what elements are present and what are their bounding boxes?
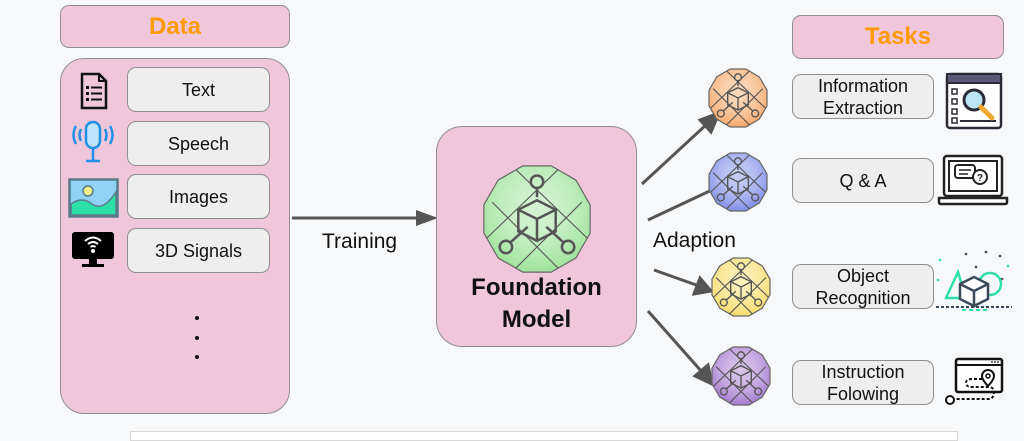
task-label-line1: Object xyxy=(836,265,890,286)
route-location-icon xyxy=(944,357,1006,413)
image-icon xyxy=(68,178,119,223)
3d-object-icon xyxy=(936,246,1012,315)
arrowhead xyxy=(697,110,722,135)
task-label-line2: Folowing xyxy=(826,383,900,404)
data-item-label: Text xyxy=(181,79,215,100)
arrowhead xyxy=(692,362,715,387)
data-item-label: 3D Signals xyxy=(154,240,243,261)
arrow-to-information-extraction xyxy=(640,122,709,186)
foundation-model-title: Foundation Model xyxy=(436,272,637,336)
task-label-line2: Recognition xyxy=(815,287,911,308)
data-item-text: Text xyxy=(127,67,270,112)
data-item-label: Speech xyxy=(167,133,230,154)
task-instruction-following: Instruction Folowing xyxy=(792,360,934,405)
data-item-images: Images xyxy=(127,174,270,219)
data-item-speech: Speech xyxy=(127,121,270,166)
caption-strip xyxy=(130,431,958,441)
more-items-ellipsis xyxy=(192,312,202,362)
adapted-model-icon-information-extraction xyxy=(707,67,769,134)
adapted-model-icon-object-recognition xyxy=(710,256,772,323)
adapted-model-icon-qa xyxy=(707,151,769,218)
arrow-to-qa xyxy=(647,186,717,222)
training-label: Training xyxy=(322,230,398,253)
tasks-header: Tasks xyxy=(792,15,1004,59)
foundation-model-icon xyxy=(481,163,593,280)
arrow-to-instruction-following xyxy=(646,310,704,373)
task-label-line1: Instruction xyxy=(821,361,905,382)
task-object-recognition: Object Recognition xyxy=(792,264,934,309)
tasks-header-label: Tasks xyxy=(864,23,932,50)
task-label-line1: Q & A xyxy=(839,170,887,191)
training-arrow xyxy=(292,208,438,233)
data-item-label: Images xyxy=(168,186,229,207)
adapted-model-icon-instruction-following xyxy=(710,345,772,412)
svg-text:?: ? xyxy=(977,173,983,184)
search-list-icon xyxy=(945,72,1003,134)
adaption-label: Adaption xyxy=(653,229,736,252)
task-label-line1: Information xyxy=(817,75,909,96)
task-qa: Q & A xyxy=(792,158,934,203)
monitor-wifi-icon xyxy=(71,231,115,274)
data-header-label: Data xyxy=(148,12,202,40)
foundation-model-line1: Foundation xyxy=(471,274,602,301)
laptop-chat-question-icon: ? xyxy=(937,154,1009,211)
arrow-to-object-recognition xyxy=(653,268,700,288)
document-list-icon xyxy=(80,72,108,115)
arrowhead xyxy=(691,275,714,296)
task-information-extraction: Information Extraction xyxy=(792,74,934,119)
task-label-line2: Extraction xyxy=(822,97,904,118)
data-item-3d-signals: 3D Signals xyxy=(127,228,270,273)
foundation-model-line2: Model xyxy=(501,306,572,333)
data-header: Data xyxy=(60,5,290,48)
microphone-icon xyxy=(70,120,116,171)
